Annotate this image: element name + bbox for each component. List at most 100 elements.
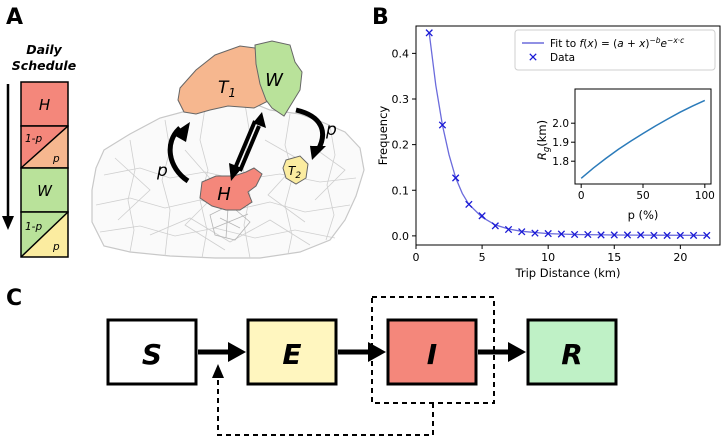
schedule-blocks: H 1-p p W 1-p p	[20, 81, 69, 258]
data-point-stroke	[570, 230, 579, 239]
trip-distance-chart: 0 5 10 15 20 0.0 0.1 0.2 0.3 0.4 Trip Distance (k…	[376, 25, 721, 280]
inset-series-line	[580, 99, 706, 179]
data-point-stroke	[518, 228, 526, 236]
legend-fit-text: Fit to	[550, 38, 580, 50]
data-point	[663, 231, 671, 240]
data-point-stroke	[703, 231, 711, 240]
y-tick-label: 0.4	[392, 47, 410, 60]
data-point	[597, 231, 605, 239]
state-recovered	[526, 318, 618, 386]
x-tick-label: 20	[673, 251, 687, 264]
data-point	[689, 231, 698, 240]
data-point	[465, 200, 473, 209]
schedule-split-block-2	[20, 211, 69, 258]
arrow-i-to-r-head	[508, 342, 526, 362]
data-point	[478, 212, 486, 220]
region-map: T1 W H T2 p p	[91, 40, 365, 259]
data-point	[504, 225, 513, 234]
y-tick-label: 0.3	[392, 93, 410, 106]
probability-label-right: p	[325, 120, 337, 140]
inset-axis-ticks: 0 50 100 1.8 1.9 2.0	[552, 118, 715, 202]
schedule-work-label: W	[37, 182, 53, 200]
region-t2-label: T2	[288, 164, 301, 181]
x-tick-label: 5	[479, 251, 486, 264]
inset-y-tick-label: 1.9	[552, 137, 569, 149]
compartment-diagram: S E I R	[106, 296, 618, 436]
y-tick-label: 0.0	[392, 230, 410, 243]
data-point-stroke	[544, 229, 552, 238]
panel-b-label: B	[372, 5, 389, 30]
main-x-axis-label: Trip Distance (km)	[515, 266, 621, 280]
fit-curve	[428, 32, 707, 237]
data-point	[623, 231, 632, 239]
data-point	[451, 174, 460, 182]
curved-arrow-to-t2	[295, 107, 326, 152]
panel-a-label: A	[6, 5, 23, 30]
legend-data-label: Data	[550, 52, 575, 64]
infection-feedback-dashed-line	[217, 376, 434, 436]
data-markers	[425, 29, 711, 240]
schedule-one-minus-p-label-2: 1-p	[25, 221, 42, 233]
inset-y-tick-label: 1.8	[552, 156, 569, 168]
schedule-p-label-1: p	[52, 153, 60, 165]
data-point-stroke	[637, 231, 645, 239]
data-point-stroke	[478, 212, 486, 220]
data-point-stroke	[676, 231, 685, 240]
inset-x-tick-label: 50	[636, 190, 649, 202]
schedule-split-diagonal-2	[20, 211, 69, 258]
legend-marker-stroke	[529, 53, 537, 61]
probability-label-left: p	[156, 161, 168, 181]
data-point-stroke	[451, 174, 460, 182]
infection-feedback-arrow-head	[212, 364, 224, 378]
data-point-stroke	[531, 229, 539, 237]
main-axis-ticks: 0 5 10 15 20 0.0 0.1 0.2 0.3 0.4	[392, 47, 688, 264]
schedule-home-label: H	[39, 96, 50, 114]
state-infected	[386, 318, 478, 386]
data-point-stroke	[491, 222, 499, 230]
legend-fit-label: Fit to f(x) = (a + x)−be−x·c	[550, 36, 685, 50]
inset-x-tick-label: 100	[695, 190, 715, 202]
curved-arrow-to-t1-head	[172, 122, 190, 142]
inset-x-tick-label: 0	[578, 190, 585, 202]
x-tick-label: 15	[607, 251, 621, 264]
x-tick-label: 0	[413, 251, 420, 264]
data-point	[557, 230, 566, 238]
x-tick-label: 10	[541, 251, 555, 264]
data-point-stroke	[557, 230, 566, 238]
inset-y-axis-label: Rg(km)	[535, 120, 552, 160]
inset-axes-frame	[574, 88, 712, 185]
state-infected-label: I	[427, 338, 437, 371]
y-tick-label: 0.1	[392, 184, 410, 197]
legend-data-marker	[529, 53, 537, 61]
data-point-stroke	[425, 29, 433, 37]
region-t1-label: T1	[218, 78, 236, 100]
inset-x-axis-label: p (%)	[628, 208, 659, 222]
region-t2	[282, 155, 309, 185]
region-home	[199, 167, 263, 211]
inset-curve	[580, 99, 706, 179]
data-point-stroke	[438, 121, 447, 129]
y-tick-label: 0.2	[392, 139, 410, 152]
state-susceptible-label: S	[142, 338, 162, 371]
data-point	[650, 231, 658, 240]
data-point-stroke	[689, 231, 698, 240]
inset-y-tick-label: 2.0	[552, 118, 569, 130]
data-point	[610, 231, 618, 239]
region-home-label: H	[217, 184, 231, 205]
arrow-s-to-e-head	[228, 342, 246, 362]
state-susceptible	[106, 318, 198, 386]
data-point	[425, 29, 433, 37]
time-arrow-head	[2, 216, 14, 230]
main-y-axis-label: Frequency	[376, 106, 390, 166]
data-point	[584, 230, 592, 239]
data-point	[544, 229, 552, 238]
data-point-stroke	[465, 200, 473, 209]
region-work	[254, 40, 303, 117]
state-recovered-label: R	[561, 338, 583, 371]
state-exposed-label: E	[282, 338, 301, 371]
region-work-label: W	[265, 70, 284, 91]
inset-radius-of-gyration-chart: 0 50 100 1.8 1.9 2.0 p (%) Rg(km)	[535, 88, 715, 222]
arrow-e-to-i-head	[368, 342, 386, 362]
